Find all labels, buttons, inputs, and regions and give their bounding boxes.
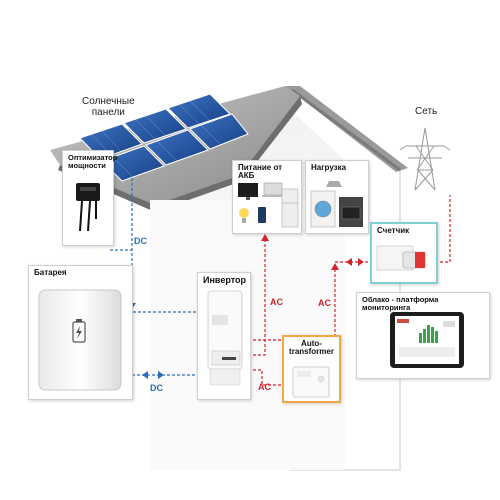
solar-panel: [189, 113, 249, 150]
dc-label-panels: DC: [134, 236, 147, 246]
battery-title: Батарея: [34, 268, 67, 277]
grid-label: Сеть: [415, 106, 438, 117]
dc-arrow-left: [142, 371, 148, 379]
dc-label-battery: DC: [150, 383, 163, 393]
ac-arrow-up: [261, 234, 269, 241]
autotransformer-card: Auto- transformer: [282, 335, 341, 403]
ac-arrow-right: [358, 258, 364, 266]
battery-device-icon: [38, 289, 122, 391]
battery-power-card: Питание от АКБ: [232, 160, 302, 234]
solar-panel: [145, 129, 209, 166]
cloud-monitoring-title: Облако - платформа мониторинга: [362, 295, 439, 312]
power-tower-icon: [399, 127, 451, 191]
autotransformer-device-icon: [292, 366, 330, 398]
ac-label-battery-power: AC: [270, 297, 283, 307]
ac-arrows: [261, 234, 364, 270]
solar-panel: [101, 145, 165, 182]
load-card: Нагрузка: [305, 160, 369, 234]
meter-card: Счетчик: [370, 222, 438, 284]
inverter-device-icon: [207, 290, 243, 386]
ac-label-load: AC: [318, 298, 331, 308]
optimizer-title: Оптимизатор мощности: [68, 153, 118, 170]
load-title: Нагрузка: [311, 163, 347, 172]
autotransformer-title: Auto- transformer: [289, 339, 334, 357]
appliances-icon: [310, 181, 363, 228]
ac-arrow-left: [346, 258, 352, 266]
battery-power-title: Питание от АКБ: [238, 163, 283, 181]
solar-panel: [123, 108, 187, 144]
dc-line-panels-to-inverter: [131, 178, 210, 313]
ac-line-inverter-to-autotransformer: [248, 369, 283, 386]
solar-panels-label: Солнечные панели: [82, 96, 135, 118]
appliances-icon: [238, 182, 299, 228]
meter-title: Счетчик: [377, 226, 410, 235]
ac-arrow-up: [331, 263, 339, 270]
ac-label-autotransformer: AC: [258, 382, 271, 392]
battery-card: Батарея: [28, 265, 133, 400]
inverter-title: Инвертор: [203, 275, 246, 285]
inverter-card: Инвертор: [197, 272, 251, 400]
ac-line-inverter-to-battery-power: [248, 235, 266, 356]
roof-ridge-line: [291, 88, 401, 172]
tablet-icon: [390, 312, 464, 368]
cloud-monitoring-card: Облако - платформа мониторинга: [356, 292, 490, 379]
dc-arrow-right: [158, 371, 164, 379]
optimizer-card: Оптимизатор мощности: [62, 150, 118, 246]
optimizer-device-icon: [76, 183, 100, 232]
solar-panel: [167, 93, 231, 129]
meter-device-icon: [376, 245, 426, 271]
